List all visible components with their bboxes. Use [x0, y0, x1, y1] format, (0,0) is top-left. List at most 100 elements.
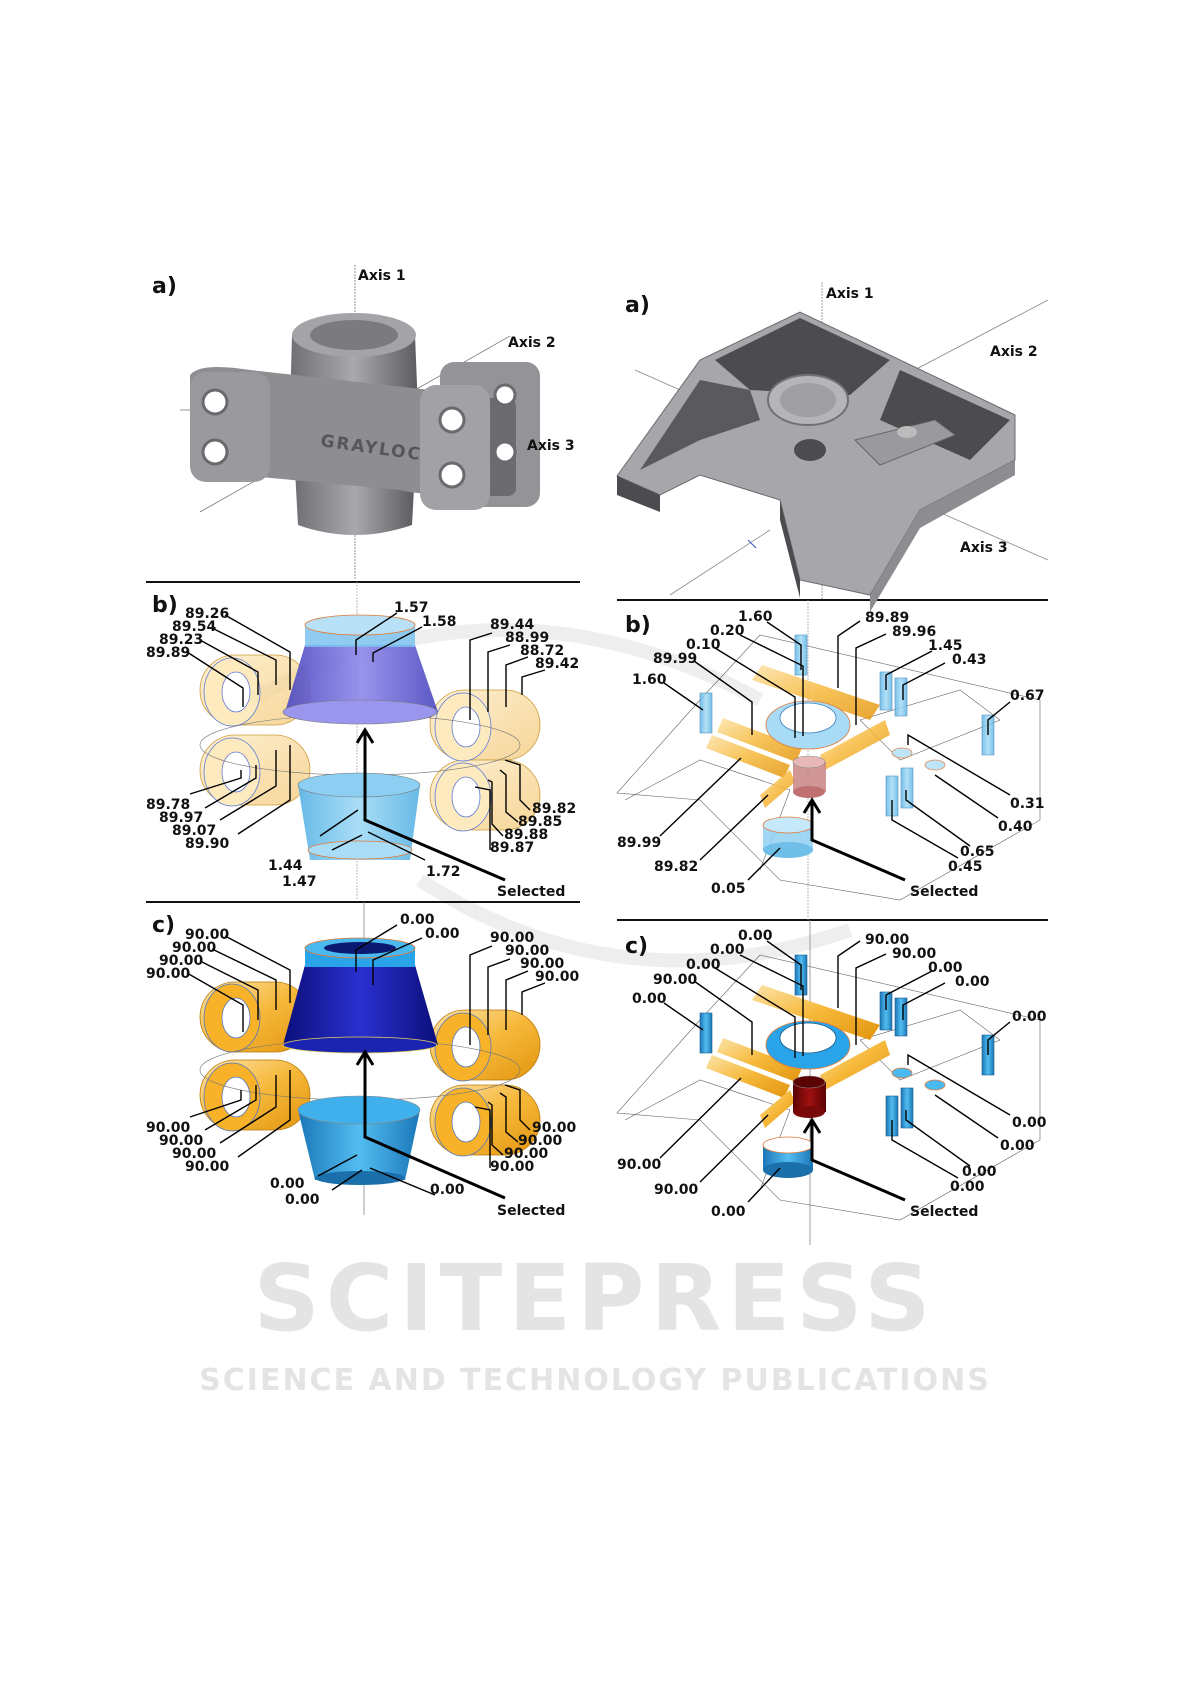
small-ring	[762, 816, 814, 858]
value-label: 0.00	[400, 912, 435, 928]
watermark-line2: SCIENCE AND TECHNOLOGY PUBLICATIONS	[199, 1363, 991, 1398]
right-panel-a: a) Axis 1 Axis 2 Axis 3	[616, 282, 1049, 612]
value-label: 89.23	[159, 632, 203, 648]
value-label: 0.00	[1000, 1138, 1035, 1154]
value-label: 89.89	[146, 645, 190, 661]
axis-3-label: Axis 3	[960, 540, 1008, 556]
right-panel-c: c)	[616, 920, 1047, 1245]
axis-2-line-back	[634, 369, 681, 391]
blue-pins	[699, 954, 995, 1137]
left-panel-a: a) GRAYLOC Axis 1 Axis 2 Axis 3	[152, 265, 575, 580]
value-label: 1.45	[928, 638, 963, 654]
value-label: 90.00	[892, 946, 937, 962]
orange-cylinders	[706, 985, 890, 1128]
value-label: 0.00	[270, 1176, 305, 1192]
value-label: 89.42	[535, 656, 579, 672]
value-label: 0.00	[738, 928, 773, 944]
panel-letter: c)	[152, 913, 175, 938]
value-label: 0.10	[686, 637, 721, 653]
value-label: 90.00	[617, 1157, 662, 1173]
value-label: 0.00	[710, 942, 745, 958]
value-label: 89.78	[146, 797, 190, 813]
value-label: 90.00	[653, 972, 698, 988]
value-label: 0.00	[1012, 1115, 1047, 1131]
value-label: 89.97	[159, 810, 203, 826]
panel-letter: a)	[625, 293, 650, 318]
left-panel-c: c)	[146, 902, 580, 1219]
value-label: 90.00	[185, 1159, 230, 1175]
value-label: 89.54	[172, 619, 217, 635]
selected-label: Selected	[910, 1204, 978, 1220]
axis-1-label: Axis 1	[826, 286, 874, 302]
axis-2-line	[904, 299, 1049, 376]
value-label: 1.47	[282, 874, 317, 890]
value-label: 90.00	[505, 943, 550, 959]
value-label: 89.26	[185, 606, 229, 622]
bottom-cone	[297, 772, 421, 860]
value-label: 89.96	[892, 624, 936, 640]
value-label: 90.00	[159, 1133, 204, 1149]
ring-feature	[765, 700, 851, 750]
panel-letter: c)	[625, 934, 648, 959]
value-label: 0.00	[1012, 1009, 1047, 1025]
value-label: 0.40	[998, 819, 1033, 835]
selected-arrow	[802, 1117, 906, 1202]
value-label: 90.00	[159, 953, 204, 969]
value-label: 0.43	[952, 652, 987, 668]
value-label: 0.20	[710, 623, 745, 639]
value-label: 90.00	[504, 1146, 549, 1162]
value-label: 89.85	[518, 814, 562, 830]
value-label: 90.00	[172, 940, 217, 956]
value-label: 88.72	[520, 643, 564, 659]
ring-feature	[765, 1020, 851, 1070]
value-label: 89.82	[654, 859, 698, 875]
axis-2-label: Axis 2	[990, 344, 1038, 360]
axis-1-label: Axis 1	[358, 268, 406, 284]
value-label: 89.99	[617, 835, 661, 851]
panel-letter: b)	[625, 613, 651, 638]
watermark: SCITEPRESS SCIENCE AND TECHNOLOGY PUBLIC…	[199, 1245, 991, 1398]
value-label: 0.00	[950, 1179, 985, 1195]
small-ring	[762, 1136, 814, 1178]
grayloc-clamp-model: GRAYLOC	[190, 313, 540, 535]
blue-pins	[699, 634, 995, 817]
selected-hole	[792, 755, 826, 798]
value-label: 90.00	[172, 1146, 217, 1162]
coordinate-triad-icon	[747, 539, 757, 549]
right-cylinder-group	[429, 1009, 541, 1157]
value-label: 90.00	[520, 956, 565, 972]
left-panel-b: b)	[146, 582, 579, 900]
value-label: 0.00	[955, 974, 990, 990]
value-label: 90.00	[146, 1120, 191, 1136]
value-label: 90.00	[518, 1133, 563, 1149]
leader-lines	[659, 620, 1011, 881]
value-label: 90.00	[185, 927, 230, 943]
casting-part-model	[616, 311, 1016, 612]
value-label: 0.00	[632, 991, 667, 1007]
value-label: 1.58	[422, 614, 457, 630]
value-label: 90.00	[535, 969, 580, 985]
panel-letter: a)	[152, 274, 177, 299]
value-label: 89.87	[490, 840, 534, 856]
selected-arrow	[355, 727, 506, 882]
value-label: 1.60	[738, 609, 773, 625]
value-label: 0.00	[711, 1204, 746, 1220]
value-label: 89.07	[172, 823, 216, 839]
selected-label: Selected	[497, 1203, 565, 1219]
value-label: 0.65	[960, 844, 995, 860]
value-label: 89.90	[185, 836, 230, 852]
value-label: 89.89	[865, 610, 909, 626]
value-label: 90.00	[654, 1182, 699, 1198]
value-label: 0.67	[1010, 688, 1045, 704]
value-label: 90.00	[490, 1159, 535, 1175]
value-label: 0.00	[425, 926, 460, 942]
left-cylinder-group	[199, 654, 311, 807]
value-label: 90.00	[865, 932, 910, 948]
value-label: 1.44	[268, 858, 303, 874]
right-cylinder-group	[429, 689, 541, 832]
selected-arrow	[802, 797, 906, 882]
top-cone-selected	[282, 937, 438, 1054]
value-label: 89.44	[490, 617, 535, 633]
value-label: 0.45	[948, 859, 983, 875]
selected-hole	[792, 1075, 826, 1118]
